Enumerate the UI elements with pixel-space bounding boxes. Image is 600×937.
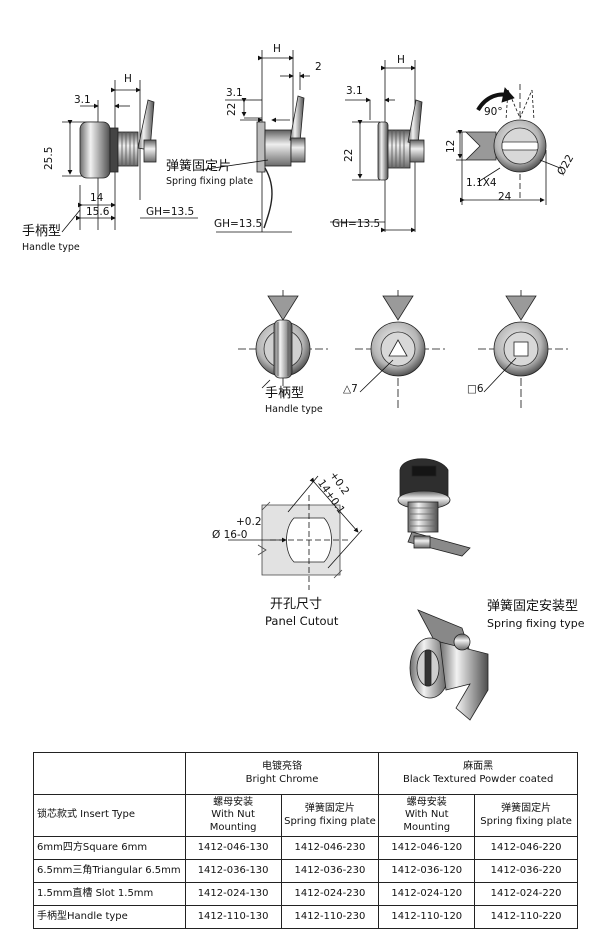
view3-dim-h: H — [397, 54, 405, 66]
view3-dim-gh: GH=13.5 — [332, 218, 381, 230]
nut-en: With Nut Mounting — [403, 809, 451, 833]
spring-en: Spring fixing plate — [284, 815, 376, 827]
cell-code: 1412-024-120 — [378, 882, 476, 906]
cell-code: 1412-046-120 — [378, 836, 476, 860]
specification-table: 电镀亮铬 Bright Chrome 麻面黑 Black Textured Po… — [33, 752, 578, 929]
cell-code: 1412-036-230 — [280, 859, 380, 883]
view2-dim-3-1: 3.1 — [226, 87, 243, 99]
handle-type-side-view — [61, 80, 198, 233]
cutout-label-en: Panel Cutout — [265, 614, 339, 628]
spring-plate-side-view — [199, 50, 310, 233]
cell-code: 1412-024-230 — [280, 882, 380, 906]
view1-dim-3-1: 3.1 — [74, 94, 91, 106]
header-black-textured: 麻面黑 Black Textured Powder coated — [378, 752, 578, 795]
view2-dim-2: 2 — [315, 61, 322, 73]
black-cn: 麻面黑 — [463, 761, 494, 772]
cell-code: 1412-046-130 — [184, 836, 282, 860]
table-row: 6.5mm三角Triangular 6.5mm 1412-036-130 141… — [33, 859, 578, 883]
header-bright-chrome: 电镀亮铬 Bright Chrome — [184, 752, 380, 795]
view3-dim-22: 22 — [343, 148, 355, 162]
cell-code: 1412-036-120 — [378, 859, 476, 883]
insert-triangle-label: △7 — [343, 383, 358, 395]
handle-lock-photo — [397, 458, 471, 557]
row-insert-type: 手柄型Handle type — [33, 905, 186, 929]
cell-code: 1412-110-120 — [378, 905, 476, 929]
spring-cn: 弹簧固定片 — [501, 803, 552, 814]
black-en: Black Textured Powder coated — [403, 773, 554, 785]
cell-code: 1412-024-130 — [184, 882, 282, 906]
front-dim-chamfer: 1.1X4 — [466, 177, 497, 189]
handle-type-label-cn: 手柄型 — [22, 224, 62, 239]
cell-code: 1412-110-130 — [184, 905, 282, 929]
view2-dim-gh: GH=13.5 — [214, 218, 263, 230]
nut-mounting-side-view — [330, 60, 425, 233]
cutout-dim-plus02-left: +0.2 — [236, 516, 262, 528]
cell-code: 1412-036-130 — [184, 859, 282, 883]
table-row: 手柄型Handle type 1412-110-130 1412-110-230… — [33, 905, 578, 929]
front-dim-24: 24 — [498, 191, 512, 203]
insert-front-handle — [238, 290, 328, 400]
spring-cn: 弹簧固定片 — [304, 803, 355, 814]
view1-dim-gh: GH=13.5 — [146, 206, 195, 218]
front-dim-12: 12 — [445, 139, 457, 153]
row-insert-type: 1.5mm直槽 Slot 1.5mm — [33, 882, 186, 906]
nut-cn: 螺母安装 — [406, 796, 447, 808]
view1-dim-25-5: 25.5 — [43, 146, 55, 170]
view1-dim-14: 14 — [90, 192, 104, 204]
spring-install-label-cn: 弹簧固定安装型 — [487, 599, 579, 614]
spring-plate-label-cn: 弹簧固定片 — [166, 159, 232, 174]
cell-code: 1412-046-230 — [280, 836, 380, 860]
cutout-label-cn: 开孔尺寸 — [270, 597, 323, 612]
bright-chrome-cn: 电镀亮铬 — [262, 761, 302, 772]
nut-cn: 螺母安装 — [213, 796, 254, 808]
insert-handle-label-cn: 手柄型 — [265, 386, 305, 401]
view1-dim-15-6: 15.6 — [86, 206, 110, 218]
cutout-dim-diameter: Ø 16-0 — [212, 529, 248, 541]
front-dim-angle: 90° — [484, 106, 503, 118]
table-row: 1.5mm直槽 Slot 1.5mm 1412-024-130 1412-024… — [33, 882, 578, 906]
cell-code: 1412-024-220 — [474, 882, 578, 906]
nut-en: With Nut Mounting — [209, 809, 257, 833]
spring-install-label-en: Spring fixing type — [487, 617, 585, 630]
view2-dim-22: 22 — [226, 102, 238, 116]
spring-lock-photo — [409, 609, 489, 721]
table-row: 6mm四方Square 6mm 1412-046-130 1412-046-23… — [33, 836, 578, 860]
header-insert-type: 锁芯款式 Insert Type — [33, 794, 186, 837]
spring-en: Spring fixing plate — [480, 815, 572, 827]
table-corner — [33, 752, 186, 795]
technical-drawing — [61, 50, 568, 721]
handle-type-label-en: Handle type — [22, 242, 80, 253]
table-header-finish-row: 电镀亮铬 Bright Chrome 麻面黑 Black Textured Po… — [33, 752, 578, 795]
insert-front-triangle — [355, 290, 445, 410]
view1-dim-h: H — [124, 73, 132, 85]
cell-code: 1412-046-220 — [474, 836, 578, 860]
insert-handle-label-en: Handle type — [265, 404, 323, 415]
insert-square-label: □6 — [467, 383, 484, 395]
spring-plate-label-en: Spring fixing plate — [166, 176, 254, 187]
row-insert-type: 6mm四方Square 6mm — [33, 836, 186, 860]
cell-code: 1412-110-220 — [474, 905, 578, 929]
cell-code: 1412-036-220 — [474, 859, 578, 883]
panel-cutout-drawing — [228, 475, 363, 590]
bright-chrome-en: Bright Chrome — [245, 773, 319, 785]
front-view — [456, 84, 561, 205]
row-insert-type: 6.5mm三角Triangular 6.5mm — [33, 859, 186, 883]
insert-front-square — [478, 290, 568, 410]
cell-code: 1412-110-230 — [280, 905, 380, 929]
view2-dim-h: H — [273, 43, 281, 55]
view3-dim-3-1: 3.1 — [346, 85, 363, 97]
